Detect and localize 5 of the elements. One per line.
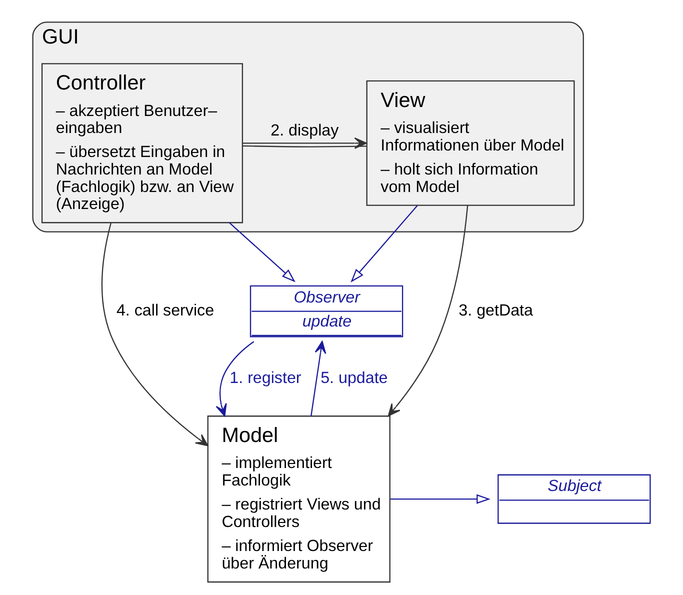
edge-label: 4. call service (116, 302, 214, 320)
edge-label: 3. getData (458, 302, 534, 320)
edge-label: 1. register (230, 368, 302, 387)
edge-label: 5. update (320, 368, 388, 387)
edge-label: 2. display (270, 121, 339, 140)
